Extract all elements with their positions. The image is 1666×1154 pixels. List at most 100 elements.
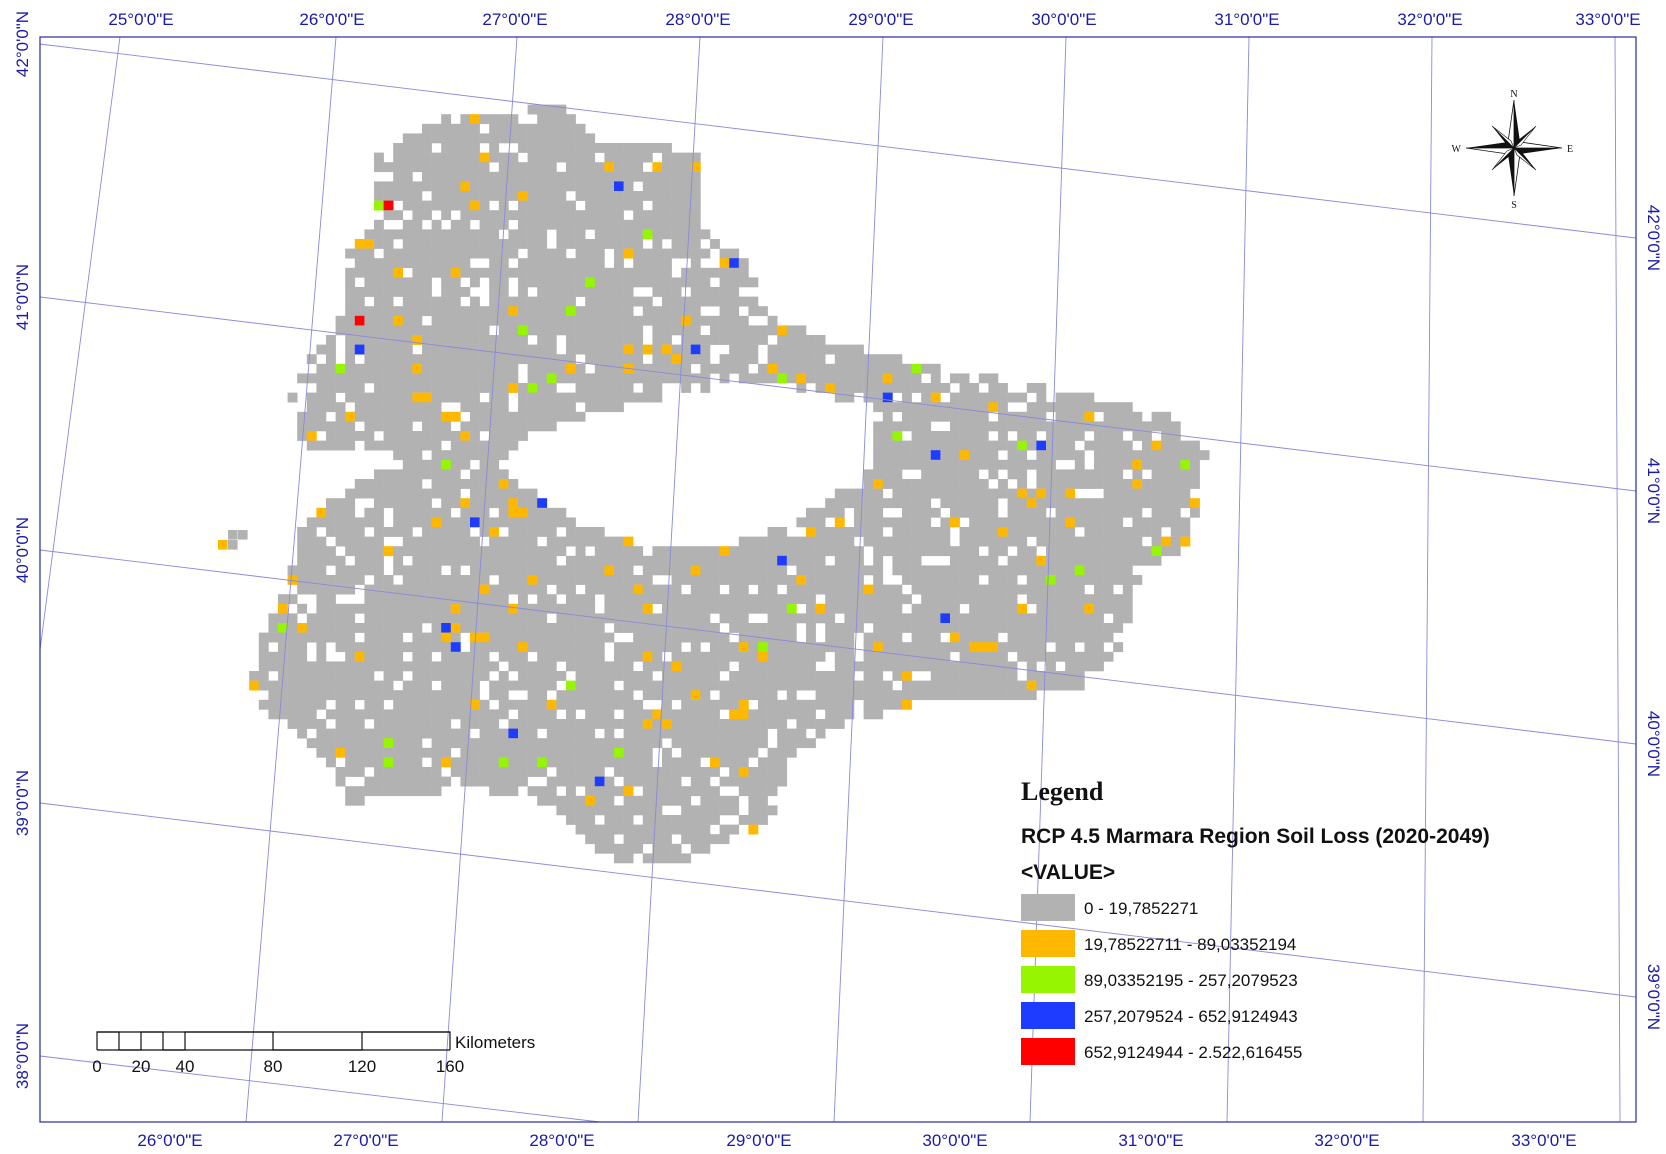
raster-cell: [834, 517, 845, 528]
raster-cell: [825, 575, 836, 585]
raster-cell: [950, 517, 960, 528]
raster-cell: [729, 805, 740, 816]
raster-cell: [335, 431, 346, 441]
raster-cell: [1055, 479, 1066, 489]
raster-cell: [940, 642, 951, 653]
raster-cell: [729, 623, 740, 633]
raster-cell: [1046, 546, 1056, 557]
raster-cell: [729, 680, 740, 691]
raster-cell: [1055, 651, 1066, 662]
raster-cell: [402, 728, 413, 739]
raster-cell: [662, 843, 672, 854]
raster-cell: [671, 546, 682, 557]
raster-cell: [508, 747, 519, 758]
raster-cell: [412, 661, 423, 672]
raster-cell: [508, 373, 519, 384]
raster-cell: [518, 680, 528, 691]
raster-cell: [988, 642, 999, 653]
raster-cell: [1161, 536, 1172, 547]
raster-cell: [556, 191, 567, 201]
raster-cell: [604, 344, 615, 355]
raster-cell: [1094, 536, 1104, 547]
raster-cell: [758, 565, 768, 576]
raster-cell: [594, 383, 605, 393]
raster-cell: [1094, 642, 1104, 653]
raster-cell: [575, 661, 586, 672]
raster-cell: [546, 623, 557, 633]
raster-cell: [815, 517, 826, 528]
raster-cell: [825, 603, 836, 614]
raster-cell: [681, 383, 692, 393]
raster-cell: [508, 114, 519, 125]
raster-cell: [1007, 517, 1018, 528]
raster-cell: [815, 642, 826, 653]
raster-cell: [738, 632, 749, 643]
raster-cell: [633, 824, 644, 835]
raster-cell: [460, 354, 471, 365]
raster-cell: [921, 594, 932, 605]
raster-cell: [306, 402, 317, 413]
raster-cell: [498, 335, 509, 345]
raster-cell: [690, 344, 701, 355]
raster-cell: [786, 613, 797, 624]
raster-cell: [662, 776, 672, 787]
raster-cell: [642, 776, 653, 787]
raster-cell: [518, 143, 528, 153]
legend-swatch: [1021, 930, 1075, 957]
raster-cell: [642, 671, 653, 681]
raster-cell: [1113, 431, 1124, 441]
raster-cell: [441, 671, 452, 681]
raster-cell: [393, 162, 404, 173]
raster-cell: [518, 306, 528, 317]
raster-cell: [412, 306, 423, 317]
raster-cell: [297, 421, 308, 432]
raster-cell: [700, 594, 711, 605]
raster-cell: [911, 402, 922, 413]
raster-cell: [556, 104, 567, 115]
raster-cell: [1122, 507, 1133, 518]
raster-cell: [527, 306, 538, 317]
raster-cell: [479, 450, 490, 461]
raster-cell: [892, 594, 903, 605]
raster-cell: [1122, 402, 1133, 413]
raster-cell: [460, 287, 471, 297]
raster-cell: [623, 344, 634, 355]
raster-cell: [892, 421, 903, 432]
raster-cell: [508, 786, 519, 797]
raster-cell: [863, 507, 874, 518]
raster-cell: [633, 239, 644, 249]
raster-cell: [1007, 584, 1018, 595]
raster-cell: [354, 517, 365, 528]
lon-label-top: 30°0'0"E: [1031, 10, 1096, 29]
raster-cell: [546, 287, 557, 297]
raster-cell: [978, 459, 989, 470]
raster-cell: [796, 325, 807, 336]
raster-cell: [479, 603, 490, 614]
raster-cell: [508, 661, 519, 672]
raster-cell: [671, 709, 682, 720]
raster-cell: [527, 421, 538, 432]
raster-cell: [806, 671, 816, 681]
raster-cell: [479, 200, 490, 211]
raster-cell: [652, 805, 663, 816]
raster-cell: [825, 719, 836, 729]
raster-cell: [710, 680, 720, 691]
raster-cell: [623, 306, 634, 317]
raster-cell: [575, 239, 586, 249]
raster-cell: [604, 738, 615, 749]
legend-title: RCP 4.5 Marmara Region Soil Loss (2020-2…: [1021, 825, 1490, 848]
raster-cell: [470, 402, 480, 413]
raster-cell: [633, 805, 644, 816]
raster-cell: [508, 776, 519, 787]
raster-cell: [671, 613, 682, 624]
raster-cell: [287, 575, 298, 585]
raster-cell: [566, 613, 576, 624]
raster-cell: [1142, 459, 1152, 470]
raster-cell: [585, 690, 596, 701]
raster-cell: [1151, 459, 1162, 470]
raster-cell: [374, 690, 384, 701]
raster-cell: [422, 277, 432, 288]
raster-cell: [556, 719, 567, 729]
raster-cell: [489, 152, 500, 163]
raster-cell: [441, 210, 452, 221]
